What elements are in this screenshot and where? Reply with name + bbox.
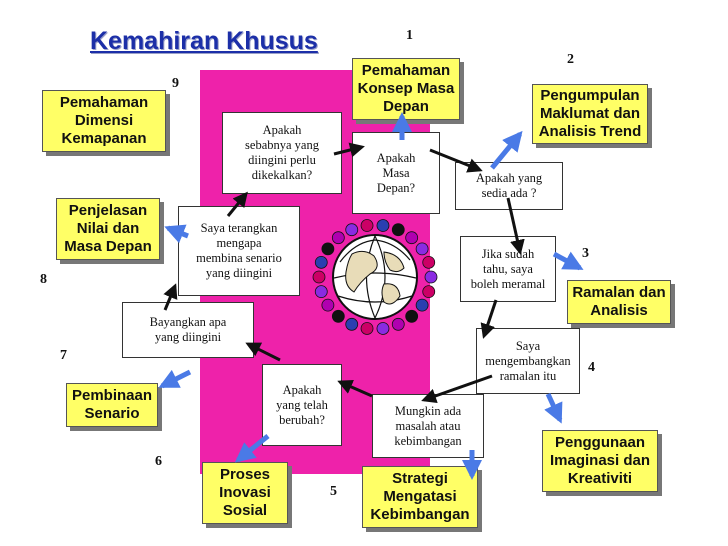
category-pemahaman-dimensi: Pemahaman Dimensi Kemapanan [42, 90, 166, 152]
arrow-meramal-to-mengembangkan [480, 299, 498, 339]
diagram-title: Kemahiran Khusus [90, 27, 318, 55]
category-ramalan-analisis: Ramalan dan Analisis [567, 280, 671, 324]
arrow-terangkan-to-dikekalkan [226, 191, 248, 217]
question-meramal: Jika sudah tahu, saya boleh meramal [460, 236, 556, 302]
step-number-4: 4 [588, 360, 595, 375]
question-terangkan: Saya terangkan mengapa membina senario y… [178, 206, 300, 296]
arrow-berubah-to-bayangkan [245, 342, 281, 362]
question-kebimbangan: Mungkin ada masalah atau kebimbangan [372, 394, 484, 458]
question-mengembangkan: Saya mengembangkan ramalan itu [476, 328, 580, 394]
category-penggunaan-imaginasi: Penggunaan Imaginasi dan Kreativiti [542, 430, 658, 492]
category-pengumpulan-maklumat: Pengumpulan Maklumat dan Analisis Trend [532, 84, 648, 144]
step-number-7: 7 [60, 348, 67, 363]
category-pemahaman-konsep: Pemahaman Konsep Masa Depan [352, 58, 460, 120]
question-berubah: Apakah yang telah berubah? [262, 364, 342, 446]
step-number-9: 9 [172, 76, 179, 91]
step-number-5: 5 [330, 484, 337, 499]
category-pembinaan-senario: Pembinaan Senario [66, 383, 158, 427]
arrow-mengembangkan-to-kebimbangan [421, 374, 493, 404]
arrow-to-proses [234, 434, 270, 463]
arrow-kebimbangan-to-berubah [337, 379, 373, 398]
question-masa-depan: Apakah Masa Depan? [352, 132, 440, 214]
arrow-masa-depan-to-sedia-ada [429, 148, 483, 173]
arrow-to-ramalan [552, 251, 584, 271]
step-number-2: 2 [567, 52, 574, 67]
question-bayangkan: Bayangkan apa yang diingini [122, 302, 254, 358]
category-strategi-kebimbangan: Strategi Mengatasi Kebimbangan [362, 466, 478, 528]
arrow-bayangkan-to-terangkan [163, 283, 178, 311]
arrow-to-penggunaan [544, 392, 563, 424]
arrow-to-pembinaan [158, 369, 192, 389]
step-number-8: 8 [40, 272, 47, 287]
globe-with-people-ring-icon [312, 219, 438, 335]
arrow-dikekalkan-to-masa-depan [333, 142, 365, 158]
step-number-6: 6 [155, 454, 162, 469]
arrow-to-pengumpulan [490, 130, 523, 170]
category-proses-inovasi: Proses Inovasi Sosial [202, 462, 288, 524]
step-number-1: 1 [406, 28, 413, 43]
arrow-sedia-ada-to-meramal [506, 197, 525, 255]
step-number-3: 3 [582, 246, 589, 261]
arrow-to-penjelasan [164, 224, 189, 244]
category-penjelasan-nilai: Penjelasan Nilai dan Masa Depan [56, 198, 160, 260]
